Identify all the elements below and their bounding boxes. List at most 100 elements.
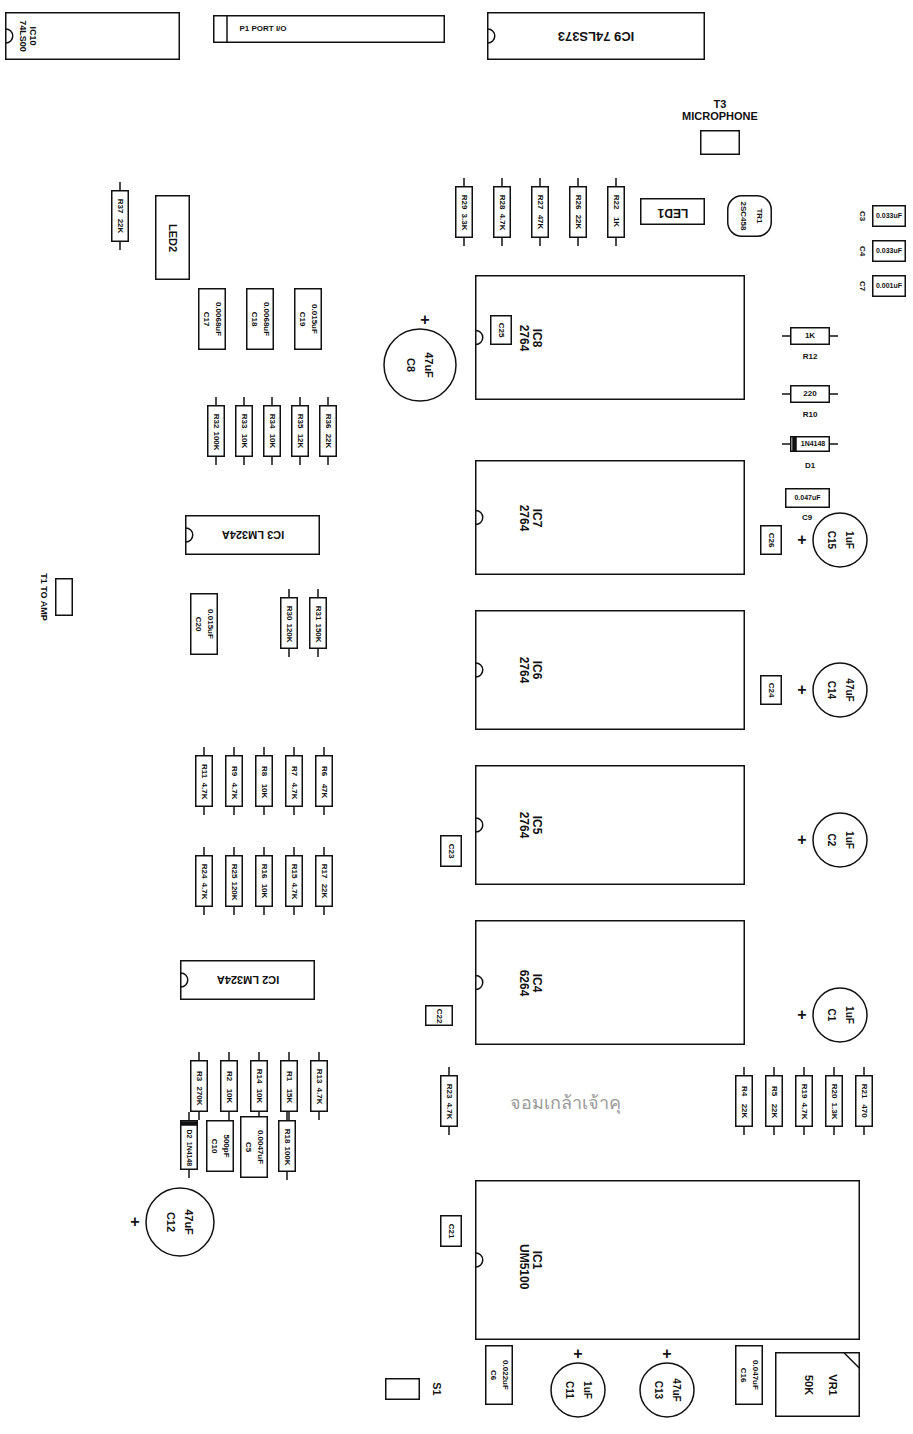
resistor-symbol: R210K xyxy=(220,1060,238,1112)
resistor-symbol: R3622K xyxy=(319,405,337,457)
component-box: C21 xyxy=(440,1215,462,1247)
component-label: 10K xyxy=(240,434,249,449)
component-label: C17 xyxy=(202,312,211,327)
resistor-symbol: R18100K xyxy=(278,1120,296,1172)
component-outline xyxy=(319,405,337,457)
component-label: 47uF xyxy=(671,1378,682,1401)
component-label: C16 xyxy=(739,1368,748,1383)
polarity-mark: + xyxy=(573,1345,582,1363)
component-label: R3 xyxy=(195,1070,204,1080)
component-label: R6 xyxy=(320,765,329,775)
capacitor-symbol: C1447uF+ xyxy=(812,662,868,718)
component-label: IC5 2764 xyxy=(517,809,543,841)
component-box: C26 xyxy=(760,525,782,555)
component-box: LED1 xyxy=(640,198,705,225)
resistor-symbol: R2747K xyxy=(531,186,549,238)
component-box: C200.015uF xyxy=(190,593,218,655)
component-label: 0.047uF xyxy=(750,1360,759,1390)
resistor-symbol: R3 270K xyxy=(190,1060,208,1112)
component-label: R9 xyxy=(230,765,239,775)
component-label: 2SC458 xyxy=(739,202,748,231)
component-label: R1 xyxy=(285,1070,294,1080)
component-label: C13 xyxy=(653,1381,664,1399)
component-outline xyxy=(550,1362,606,1418)
component-label: VR1 xyxy=(827,1374,839,1395)
ic-chip: IC7 2764 xyxy=(475,460,745,575)
component-outline xyxy=(145,1187,215,1257)
polarity-mark: + xyxy=(797,681,806,699)
component-outline xyxy=(735,1075,753,1127)
component-label: 1N4148 xyxy=(185,1142,193,1167)
component-label: R16 xyxy=(260,863,269,878)
component-label: 12K xyxy=(296,434,305,449)
component-label: C5 xyxy=(244,1142,253,1152)
component-label: IC4 6264 xyxy=(517,967,543,999)
component-label: 4.7K xyxy=(230,783,239,800)
component-label: 47uF xyxy=(423,352,435,378)
component-label: C22 xyxy=(435,1008,444,1023)
component-label: C7 xyxy=(858,281,867,291)
capacitor-symbol: C11uF+ xyxy=(812,987,868,1043)
component-box: C60.022uF xyxy=(485,1345,513,1405)
component-outline xyxy=(475,920,745,1045)
component-label: C26 xyxy=(767,533,776,548)
resistor-symbol: R21470 xyxy=(855,1075,873,1127)
resistor-symbol: R3512K xyxy=(291,405,309,457)
component-outline xyxy=(315,755,333,807)
component-box: C70.001uF xyxy=(872,275,906,297)
component-label: LED1 xyxy=(657,205,688,218)
component-label: 270K xyxy=(195,1087,204,1106)
component-label: 100K xyxy=(283,1147,292,1166)
component-outline xyxy=(727,195,772,237)
component-label: C25 xyxy=(497,323,506,338)
resistor-symbol: R1410K xyxy=(250,1060,268,1112)
polarity-mark: + xyxy=(130,1213,139,1231)
component-outline xyxy=(235,405,253,457)
component-outline xyxy=(475,275,745,400)
resistor-symbol: R422K xyxy=(735,1075,753,1127)
component-label: 47K xyxy=(320,784,329,799)
component-label: 500pF xyxy=(221,1134,230,1157)
component-label: C9 xyxy=(802,514,812,523)
component-label: 10K xyxy=(225,1089,234,1104)
component-label: R14 xyxy=(255,1068,264,1083)
component-box: C170.0068uF xyxy=(198,288,226,350)
resistor-symbol: R221K xyxy=(607,186,625,238)
diode-symbol: D21N4148 xyxy=(180,1120,198,1170)
component-label: 4.7K xyxy=(315,1088,324,1105)
component-label: 0.0047uF xyxy=(255,1130,264,1164)
component-label: R36 xyxy=(324,413,333,428)
component-box: C40.033uF xyxy=(872,240,906,262)
component-label: C18 xyxy=(250,312,259,327)
component-label: C21 xyxy=(447,1224,456,1239)
component-outline xyxy=(475,765,745,885)
component-label: R25 xyxy=(230,863,239,878)
resistor-symbol: R522K xyxy=(765,1075,783,1127)
component-label: 10K xyxy=(255,1089,264,1104)
component-label: R24 xyxy=(200,863,209,878)
ic-chip: IC2 LM324A xyxy=(180,960,315,1000)
component-box: C25 xyxy=(490,315,512,345)
component-outline xyxy=(255,755,273,807)
component-label: R4 xyxy=(740,1085,749,1095)
component-label: 150K xyxy=(314,624,323,643)
resistor-symbol: R810K xyxy=(255,755,273,807)
ic-chip: IC3 LM324A xyxy=(185,515,320,555)
transistor-symbol: 2SC458TR1 xyxy=(727,195,772,237)
component-outline xyxy=(775,1352,860,1417)
component-label: R17 xyxy=(320,863,329,878)
component-label: 15K xyxy=(285,1089,294,1104)
component-label: IC8 2764 xyxy=(517,322,543,354)
resistor-symbol: R121K xyxy=(790,327,830,345)
polarity-mark: + xyxy=(797,1006,806,1024)
component-label: 10K xyxy=(268,434,277,449)
component-label: IC6 2764 xyxy=(517,654,543,686)
diode-symbol: D11N4148 xyxy=(790,436,830,452)
component-label: R12 xyxy=(803,353,818,362)
component-label: R10 xyxy=(803,411,818,420)
resistor-symbol: R3722K xyxy=(111,190,129,242)
resistor-symbol: R134.7K xyxy=(310,1060,328,1112)
component-label: 0.001uF xyxy=(876,282,902,290)
component-box: LED2 xyxy=(155,195,190,280)
